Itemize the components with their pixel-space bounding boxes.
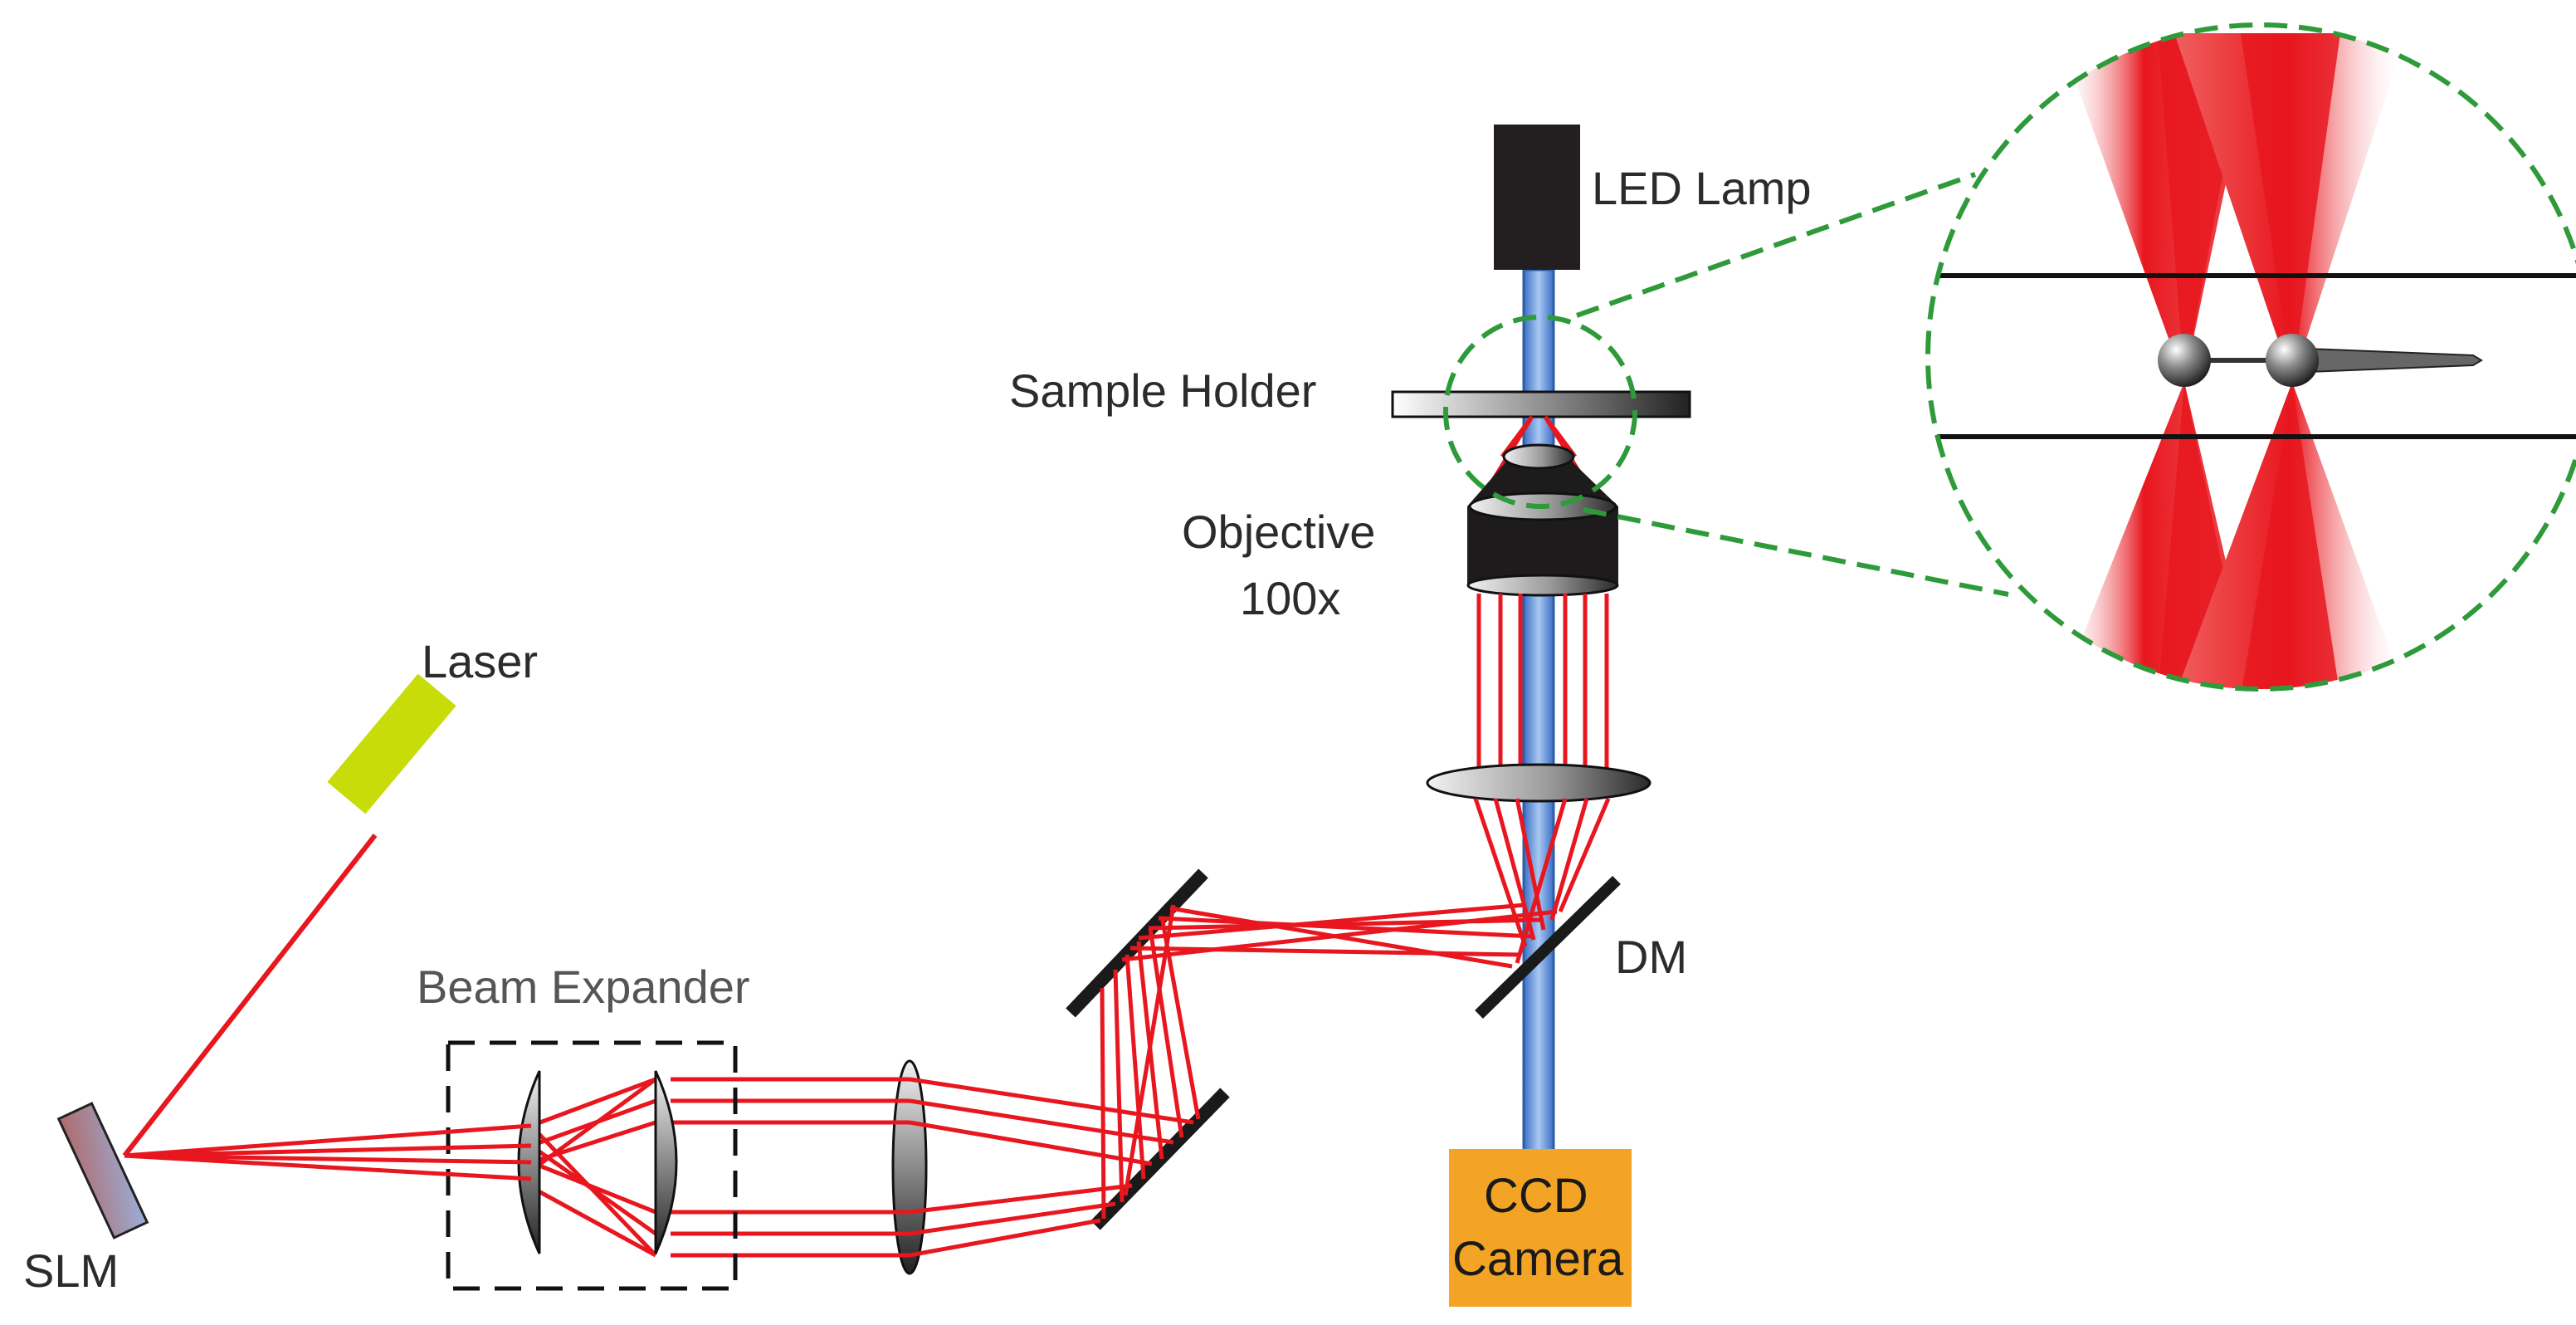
slm-label: SLM [23, 1244, 119, 1297]
expander-lens-2 [654, 1070, 678, 1254]
slm-beams [124, 1123, 532, 1181]
expanded-beams [671, 1077, 1194, 1258]
laser-label: Laser [422, 635, 538, 687]
ccd-camera [1449, 1149, 1632, 1307]
relay-lens [891, 1059, 928, 1275]
objective-label-line1: Objective [1182, 506, 1375, 558]
led-lamp [1494, 125, 1580, 270]
dichroic-mirror [1475, 875, 1621, 1019]
slm [56, 1102, 149, 1239]
objective-label-line2: 100x [1240, 572, 1340, 624]
zoom-connector-top [1575, 172, 1977, 318]
zoom-connector-bottom [1583, 507, 2009, 597]
zoom-inset [1925, 22, 2576, 692]
tube-lens [1426, 763, 1651, 803]
led-lamp-label: LED Lamp [1592, 162, 1812, 214]
beam-expander [446, 1040, 738, 1291]
sample-holder-label: Sample Holder [1009, 364, 1316, 417]
ccd-label-line2: Camera [1452, 1232, 1624, 1286]
trapped-bead-right [2266, 334, 2319, 387]
objective-lens [1466, 443, 1619, 597]
zoom-source-circle [1443, 315, 1637, 509]
objective-beams [1476, 594, 1609, 768]
beam-expander-label: Beam Expander [417, 961, 750, 1013]
trapped-bead-left [2158, 334, 2211, 387]
periscope-beams [1100, 904, 1201, 1220]
relay-beams-top [1121, 902, 1558, 969]
dm-label: DM [1615, 931, 1687, 983]
sample-holder [1391, 390, 1691, 418]
laser-beam [122, 834, 378, 1157]
beam-expander-box [446, 1040, 738, 1291]
laser-source [327, 673, 456, 814]
ccd-label-line1: CCD [1484, 1169, 1588, 1223]
